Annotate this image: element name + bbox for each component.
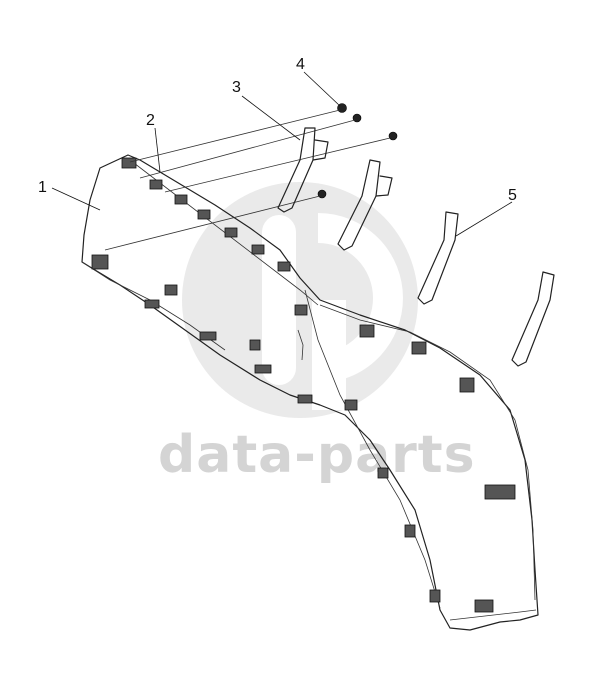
leader-lines (51, 71, 513, 237)
bracket-upper (277, 127, 393, 251)
callout-4: 4 (296, 56, 305, 73)
callout-3: 3 (232, 79, 241, 96)
callout-1: 1 (38, 179, 47, 196)
bracket-lower (417, 211, 555, 367)
panel-clips (91, 157, 516, 613)
gp-logo-icon (182, 182, 418, 418)
fastener-lines (104, 109, 391, 251)
watermark-text: data-parts (158, 425, 476, 485)
callout-5: 5 (508, 187, 517, 204)
nuts (317, 103, 398, 199)
callout-2: 2 (146, 112, 155, 129)
